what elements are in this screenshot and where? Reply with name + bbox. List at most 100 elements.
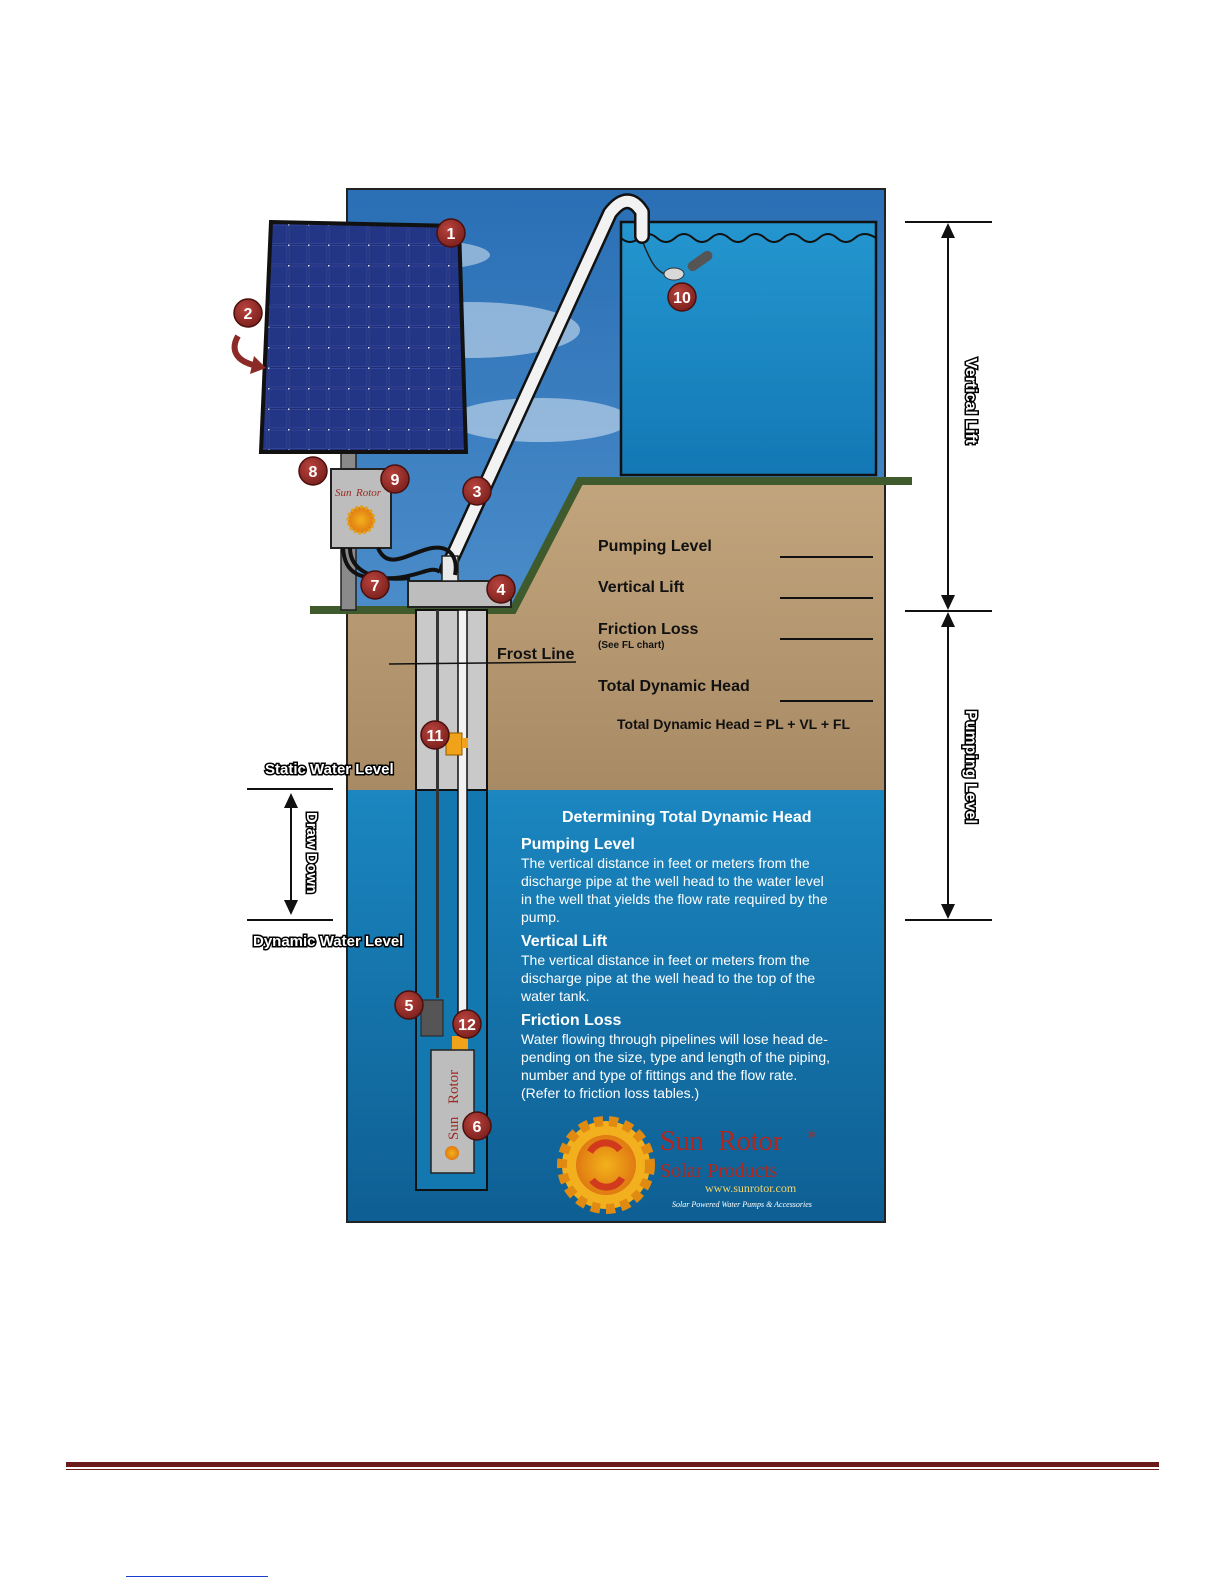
pumping-level-dimension-label: Pumping Level [962, 710, 979, 824]
footer-rule-thin [66, 1469, 1159, 1470]
logo-brand-rotor: Rotor [718, 1126, 782, 1157]
pl-arrow-down-icon [941, 904, 955, 919]
footer-rule [66, 1462, 1159, 1467]
solar-panel-icon [258, 219, 469, 454]
form-pumping-level: Pumping Level [598, 538, 712, 555]
badge-circle [360, 570, 390, 600]
badge-number: 8 [309, 464, 318, 481]
badge-number: 3 [473, 484, 482, 501]
badge-9: 9 [380, 464, 410, 494]
frost-line [388, 661, 577, 665]
badge-2: 2 [233, 298, 263, 328]
pl-line-3: in the well that yields the flow rate re… [521, 891, 828, 907]
badge-number: 2 [244, 306, 253, 323]
form-total-dynamic-head: Total Dynamic Head [598, 678, 750, 695]
pump-controller-box [420, 999, 444, 1037]
water-tank [619, 220, 878, 477]
logo-registered: ® [807, 1129, 815, 1141]
tank-water-surface [620, 233, 877, 243]
static-water-level-label: Static Water Level [265, 761, 394, 778]
badge-12: 12 [452, 1009, 482, 1039]
vl-line-1: The vertical distance in feet or meters … [521, 952, 810, 968]
pump-coupling [452, 1036, 468, 1050]
controller-sun-icon [346, 505, 376, 535]
wiring [341, 545, 458, 581]
badge-4: 4 [486, 574, 516, 604]
check-valve-nub [462, 738, 468, 748]
form-formula: Total Dynamic Head = PL + VL + FL [617, 716, 850, 732]
vl-line-3: water tank. [520, 988, 589, 1004]
badge-circle [462, 1111, 492, 1141]
pl-heading: Pumping Level [521, 836, 635, 853]
fl-heading: Friction Loss [521, 1012, 622, 1029]
badge-5: 5 [394, 990, 424, 1020]
badge-circle [452, 1009, 482, 1039]
explanation-title: Determining Total Dynamic Head [562, 809, 812, 826]
controller-brand-2: Rotor [355, 487, 382, 499]
badge-circle [420, 720, 450, 750]
tdh-form: Pumping Level Vertical Lift Friction Los… [598, 538, 873, 732]
frost-line-label: Frost Line [497, 646, 574, 663]
fl-line-3: number and type of fittings and the flow… [521, 1067, 797, 1083]
pump-brand-2: Rotor [446, 1070, 462, 1104]
pump-sun-icon [445, 1146, 459, 1160]
badge-circle [394, 990, 424, 1020]
logo-slogan: Solar Powered Water Pumps & Accessories [672, 1200, 812, 1209]
badge-circle [667, 282, 697, 312]
badge-8: 8 [298, 456, 328, 486]
badge-number: 1 [447, 226, 456, 243]
badge-6: 6 [462, 1111, 492, 1141]
form-friction-loss: Friction Loss [598, 621, 699, 638]
grass-line [310, 477, 912, 614]
vl-line-2: discharge pipe at the well head to the t… [521, 970, 815, 986]
logo-brand-sun: Sun [660, 1126, 704, 1157]
logo-url: www.sunrotor.com [705, 1181, 797, 1195]
badge-11: 11 [420, 720, 450, 750]
tilt-arrow-head [250, 356, 266, 374]
badge-circle [462, 476, 492, 506]
fl-line-4: (Refer to friction loss tables.) [521, 1085, 699, 1101]
badge-number: 6 [473, 1119, 482, 1136]
draw-down-arrow-down-icon [284, 900, 298, 915]
footer-link-underline [126, 1576, 268, 1577]
logo-tagline: Solar Products [660, 1160, 777, 1182]
vertical-lift-dimension-label: Vertical Lift [962, 358, 979, 445]
draw-down-label: Draw Down [303, 812, 320, 894]
form-vertical-lift: Vertical Lift [598, 579, 685, 596]
pump-cable [436, 610, 439, 998]
delivery-pipe-inner [441, 195, 648, 575]
dynamic-water-level-label: Dynamic Water Level [253, 933, 403, 950]
form-friction-note: (See FL chart) [598, 640, 665, 651]
badge-circle [436, 218, 466, 248]
float-weight [687, 250, 713, 272]
pump-brand: Sun [446, 1116, 462, 1140]
badge-number: 11 [427, 728, 444, 745]
vl-arrow-up-icon [941, 223, 955, 238]
vl-arrow-down-icon [941, 595, 955, 610]
sunrotor-logo: Sun Rotor ® Solar Products www.sunrotor.… [557, 1116, 815, 1214]
badge-number: 4 [497, 582, 506, 599]
explanation-panel: Determining Total Dynamic Head Pumping L… [520, 809, 830, 1101]
pl-line-1: The vertical distance in feet or meters … [521, 855, 810, 871]
drop-pipe [457, 609, 468, 1051]
badge-number: 9 [391, 472, 400, 489]
badge-circle [486, 574, 516, 604]
badge-10: 10 [667, 282, 697, 312]
vl-heading: Vertical Lift [521, 933, 608, 950]
badge-7: 7 [360, 570, 390, 600]
pl-arrow-up-icon [941, 612, 955, 627]
pl-line-4: pump. [521, 909, 560, 925]
badge-circle [380, 464, 410, 494]
dimension-markers [905, 221, 992, 921]
badge-number: 7 [371, 578, 380, 595]
sun-logo-icon [557, 1116, 655, 1214]
badge-number: 5 [405, 998, 414, 1015]
fl-line-1: Water flowing through pipelines will los… [521, 1031, 828, 1047]
float-switch [663, 267, 685, 281]
pl-line-2: discharge pipe at the well head to the w… [521, 873, 824, 889]
badge-3: 3 [462, 476, 492, 506]
draw-down-arrow-up-icon [284, 793, 298, 808]
controller-brand: Sun [335, 487, 352, 499]
